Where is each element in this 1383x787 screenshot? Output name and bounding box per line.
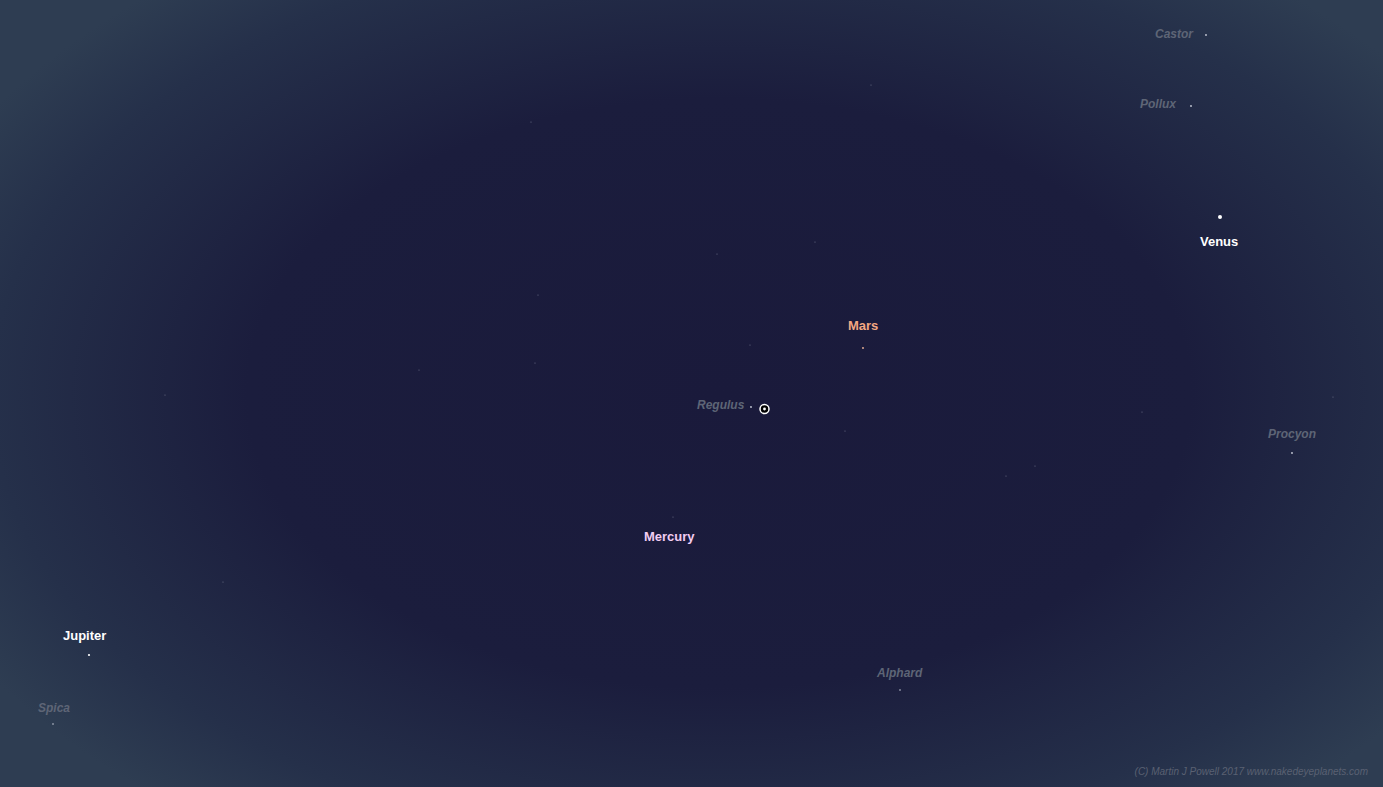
star-name: Spica [38, 702, 70, 714]
star-name: Castor [1155, 28, 1193, 40]
planet-name: Mercury [644, 530, 695, 543]
planet-name: Jupiter [63, 629, 106, 642]
star-name: Alphard [877, 667, 922, 679]
faint-stars [164, 84, 1333, 582]
jupiter-dot [88, 654, 90, 656]
star-name: Pollux [1140, 98, 1176, 110]
star-name: Procyon [1268, 428, 1316, 440]
star-name: Regulus [697, 399, 744, 411]
copyright-note: (C) Martin J Powell 2017 www.nakedeyepla… [1135, 767, 1368, 777]
planet-name: Mars [848, 319, 878, 332]
stars [52, 34, 1293, 725]
mars-dot [862, 347, 864, 349]
sun-symbol [760, 405, 769, 414]
venus-dot [1218, 215, 1222, 219]
planet-name: Venus [1200, 235, 1238, 248]
